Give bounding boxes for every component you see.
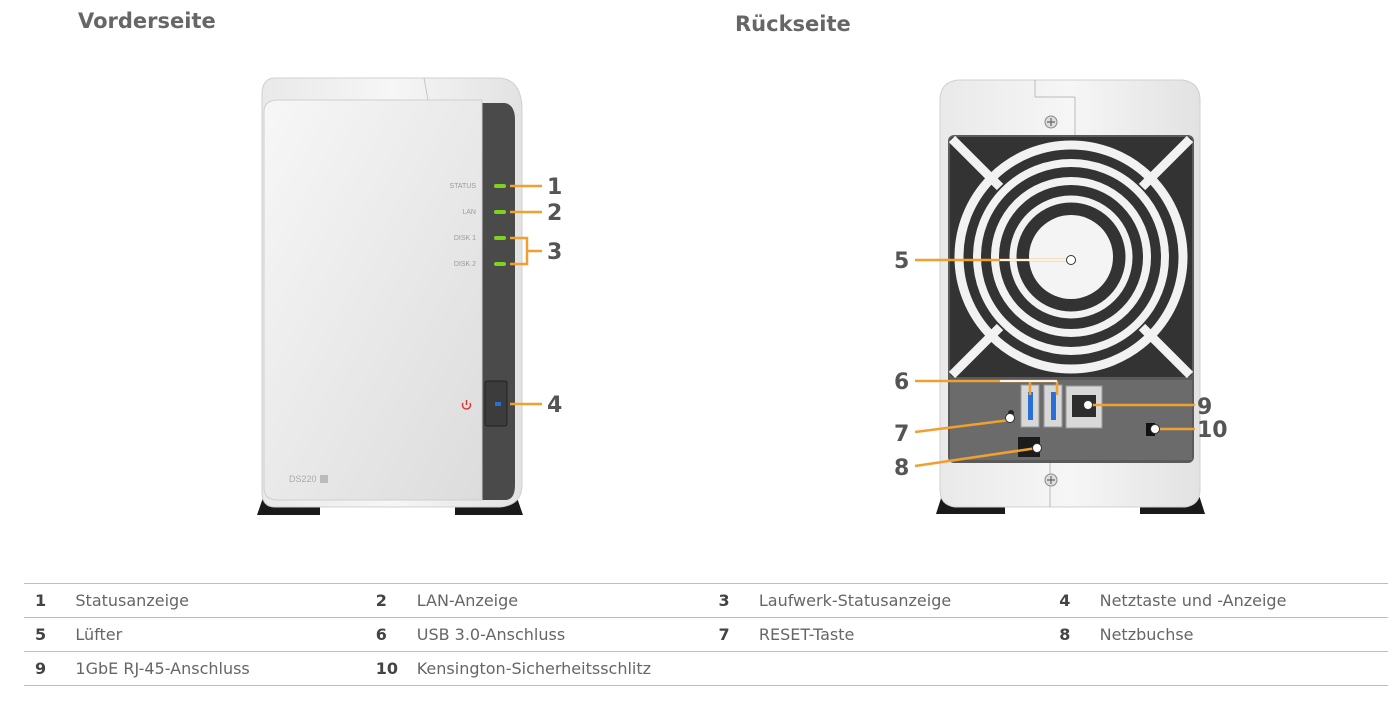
lan-led [494,210,506,214]
callout-8: 8 [894,456,909,481]
legend-row: 9 1GbE RJ-45-Anschluss 10 Kensington-Sic… [24,651,1388,686]
front-view-title: Vorderseite [78,9,216,33]
callout-3: 3 [547,240,562,265]
legend-label: Statusanzeige [75,583,365,618]
legend-label: Netztaste und -Anzeige [1099,583,1388,618]
legend-label: LAN-Anzeige [416,583,708,618]
callout-9: 9 [1197,395,1212,420]
legend-num [1048,651,1100,686]
front-bezel [482,103,515,500]
back-device [936,79,1205,514]
legend-num: 7 [707,617,759,652]
callout-7: 7 [894,422,909,447]
led-label-lan: LAN [462,209,476,216]
legend-label: USB 3.0-Anschluss [416,617,708,652]
legend-label: 1GbE RJ-45-Anschluss [75,651,365,686]
led-label-disk2: DISK 2 [454,261,476,268]
legend-num: 6 [364,617,417,652]
led-label-status: STATUS [449,183,476,190]
legend-num: 9 [24,651,76,686]
model-label: DS220 [289,474,317,484]
device-diagram: STATUS LAN DISK 1 DISK 2 DS220 1 2 3 4 [257,77,1228,515]
front-seam [423,77,429,101]
callout-2: 2 [547,201,562,226]
legend-label: RESET-Taste [758,617,1049,652]
fan-grille [948,135,1194,379]
model-badge-icon [320,475,328,483]
disk1-led [494,236,506,240]
legend-num: 10 [364,651,417,686]
legend-label: Laufwerk-Statusanzeige [758,583,1049,618]
legend-num: 5 [24,617,76,652]
callout-10: 10 [1197,418,1228,443]
front-door-panel [263,99,483,501]
front-callout-lines [510,184,542,406]
legend-num: 2 [364,583,417,618]
back-view-title: Rückseite [735,12,851,36]
power-icon [461,400,472,410]
legend-label [1099,651,1388,686]
legend-label: Kensington-Sicherheitsschlitz [416,651,708,686]
legend-num: 4 [1048,583,1100,618]
legend-row: 1 Statusanzeige 2 LAN-Anzeige 3 Laufwerk… [24,583,1388,618]
legend-num: 3 [707,583,759,618]
legend-label [758,651,1049,686]
legend-num: 8 [1048,617,1100,652]
front-device: STATUS LAN DISK 1 DISK 2 DS220 [257,77,523,515]
status-led [494,184,506,188]
legend-row: 5 Lüfter 6 USB 3.0-Anschluss 7 RESET-Tas… [24,617,1388,652]
legend-num: 1 [24,583,76,618]
legend-label: Netzbuchse [1099,617,1388,652]
callout-1: 1 [547,175,562,200]
legend-table: 1 Statusanzeige 2 LAN-Anzeige 3 Laufwerk… [24,583,1388,686]
callout-6: 6 [894,370,909,395]
callout-5: 5 [894,249,909,274]
disk2-led [494,262,506,266]
power-led [495,402,501,406]
callout-4: 4 [547,393,562,418]
legend-num [707,651,759,686]
led-label-disk1: DISK 1 [454,235,476,242]
legend-label: Lüfter [75,617,365,652]
